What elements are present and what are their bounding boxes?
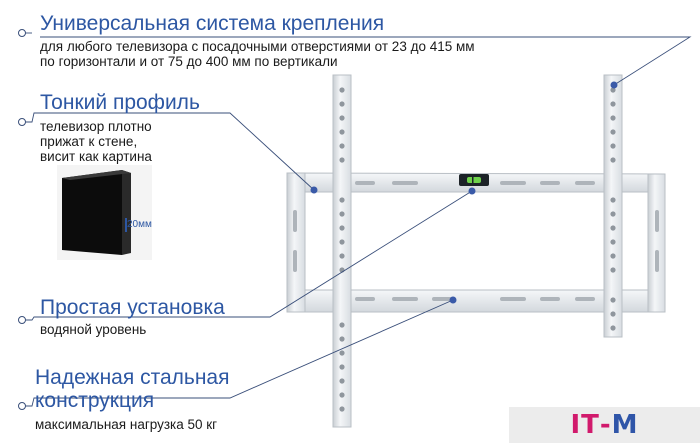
feature-heading: Универсальная система крепления (40, 12, 385, 35)
feature-description: максимальная нагрузка 50 кг (35, 417, 218, 432)
vertical-arm-right (603, 74, 623, 338)
logo-right: M (611, 410, 639, 440)
profile-depth-label: 20мм (127, 219, 152, 230)
feature-heading: Надежная стальная конструкция (35, 366, 230, 412)
feature-description: водяной уровень (40, 322, 147, 337)
feature-easy-install: Простая установка водяной уровень (40, 296, 225, 337)
feature-steel-construction: Надежная стальная конструкция максимальн… (35, 366, 229, 432)
feature-heading: Простая установка (40, 296, 225, 319)
vertical-arm-left (332, 74, 352, 428)
thin-profile-sample (57, 165, 152, 260)
logo-separator: - (599, 410, 612, 440)
wall-plate (286, 172, 666, 313)
feature-description: телевизор плотно прижат к стене, висит к… (40, 119, 152, 164)
callout-points (310, 81, 618, 304)
bullet-dots (18, 29, 26, 410)
feature-description: для любого телевизора с посадочными отве… (40, 39, 475, 69)
feature-thin-profile: Тонкий профиль телевизор плотно прижат к… (40, 91, 200, 164)
brand-logo: IT - M (509, 407, 700, 443)
logo-left: IT (570, 410, 600, 440)
leader-lines (24, 32, 692, 407)
bubble-level-icon (459, 174, 489, 186)
feature-heading: Тонкий профиль (40, 91, 200, 114)
feature-universal-mount: Универсальная система крепления для любо… (40, 12, 475, 69)
